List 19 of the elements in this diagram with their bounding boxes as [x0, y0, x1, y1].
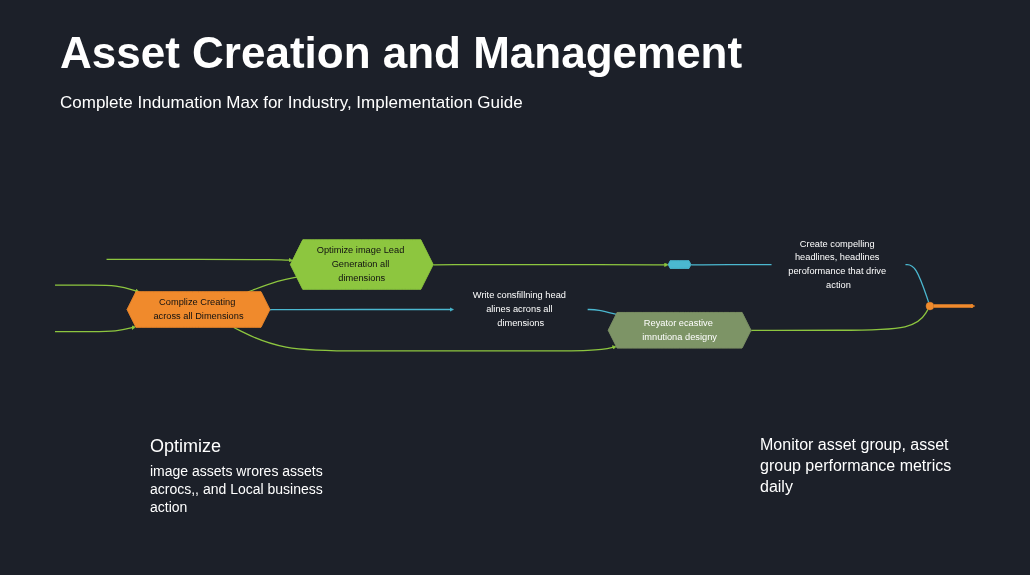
- arrow: [933, 303, 976, 309]
- subtitle: Complete Indumation Max for Industry, Implementation Guide: [60, 92, 523, 114]
- arrow: [432, 262, 669, 268]
- heading-text: Optimize: [150, 435, 221, 458]
- arrow: [233, 326, 617, 352]
- connector: [750, 308, 929, 332]
- node-circle: [925, 301, 935, 311]
- node-text: Write consfillning head alines acrons all dimensions: [472, 290, 566, 329]
- arrow: [54, 284, 140, 293]
- description-text: image assets wrores assets acrocs,, and Local business action: [150, 462, 324, 517]
- arrow: [105, 257, 294, 263]
- node-text: Create compelling headlines, headlines peroformance that drive action: [788, 238, 887, 291]
- description-text: Monitor asset group, asset group performance metrics daily: [760, 435, 953, 497]
- connector: [587, 308, 618, 316]
- arrow: [54, 325, 137, 333]
- connector: [904, 263, 930, 303]
- connector: [690, 263, 773, 266]
- arrow: [269, 307, 454, 312]
- title: Asset Creation and Management: [60, 28, 743, 78]
